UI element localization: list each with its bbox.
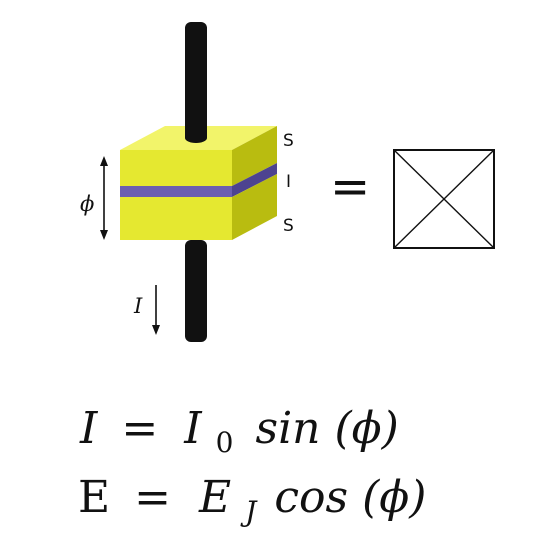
- eq2-func: cos: [274, 472, 348, 523]
- current-label: I: [133, 294, 143, 318]
- eq1-arg: (ϕ): [334, 403, 398, 454]
- eq1-lhs: I: [79, 403, 99, 454]
- josephson-junction-symbol: [393, 149, 495, 249]
- eq2-coef: E: [198, 472, 231, 523]
- phase-double-arrow: [100, 156, 108, 240]
- junction-cube: [120, 126, 277, 240]
- cube-side-insulator: [232, 163, 277, 197]
- superconductor-top-layer: [120, 150, 232, 186]
- eq2-lhs: E: [78, 472, 110, 523]
- superconductor-bottom-layer: [120, 197, 232, 240]
- layer-label-s-top: S: [283, 131, 294, 151]
- eq2-equals: =: [134, 472, 171, 523]
- equation-energy: E = E J cos (ϕ): [78, 472, 426, 532]
- eq1-coef-sub: 0: [216, 426, 234, 459]
- eq2-coef-sub: J: [240, 495, 258, 528]
- eq1-func: sin: [255, 403, 320, 454]
- equation-current: I = I 0 sin (ϕ): [79, 403, 399, 463]
- cube-side-lower: [232, 174, 277, 240]
- layer-label-i: I: [286, 172, 291, 192]
- current-arrow: [152, 285, 160, 335]
- eq2-arg: (ϕ): [362, 472, 426, 523]
- wire-top: [185, 22, 207, 152]
- eq1-coef: I: [183, 403, 203, 454]
- phase-label: ϕ: [80, 192, 94, 216]
- layer-label-s-bottom: S: [283, 216, 294, 236]
- insulator-layer: [120, 186, 232, 197]
- equivalence-sign: =: [330, 159, 370, 215]
- cube-side-upper: [232, 126, 277, 186]
- eq1-equals: =: [121, 403, 158, 454]
- wire-top-stub: [185, 126, 207, 138]
- wire-bottom: [185, 240, 207, 342]
